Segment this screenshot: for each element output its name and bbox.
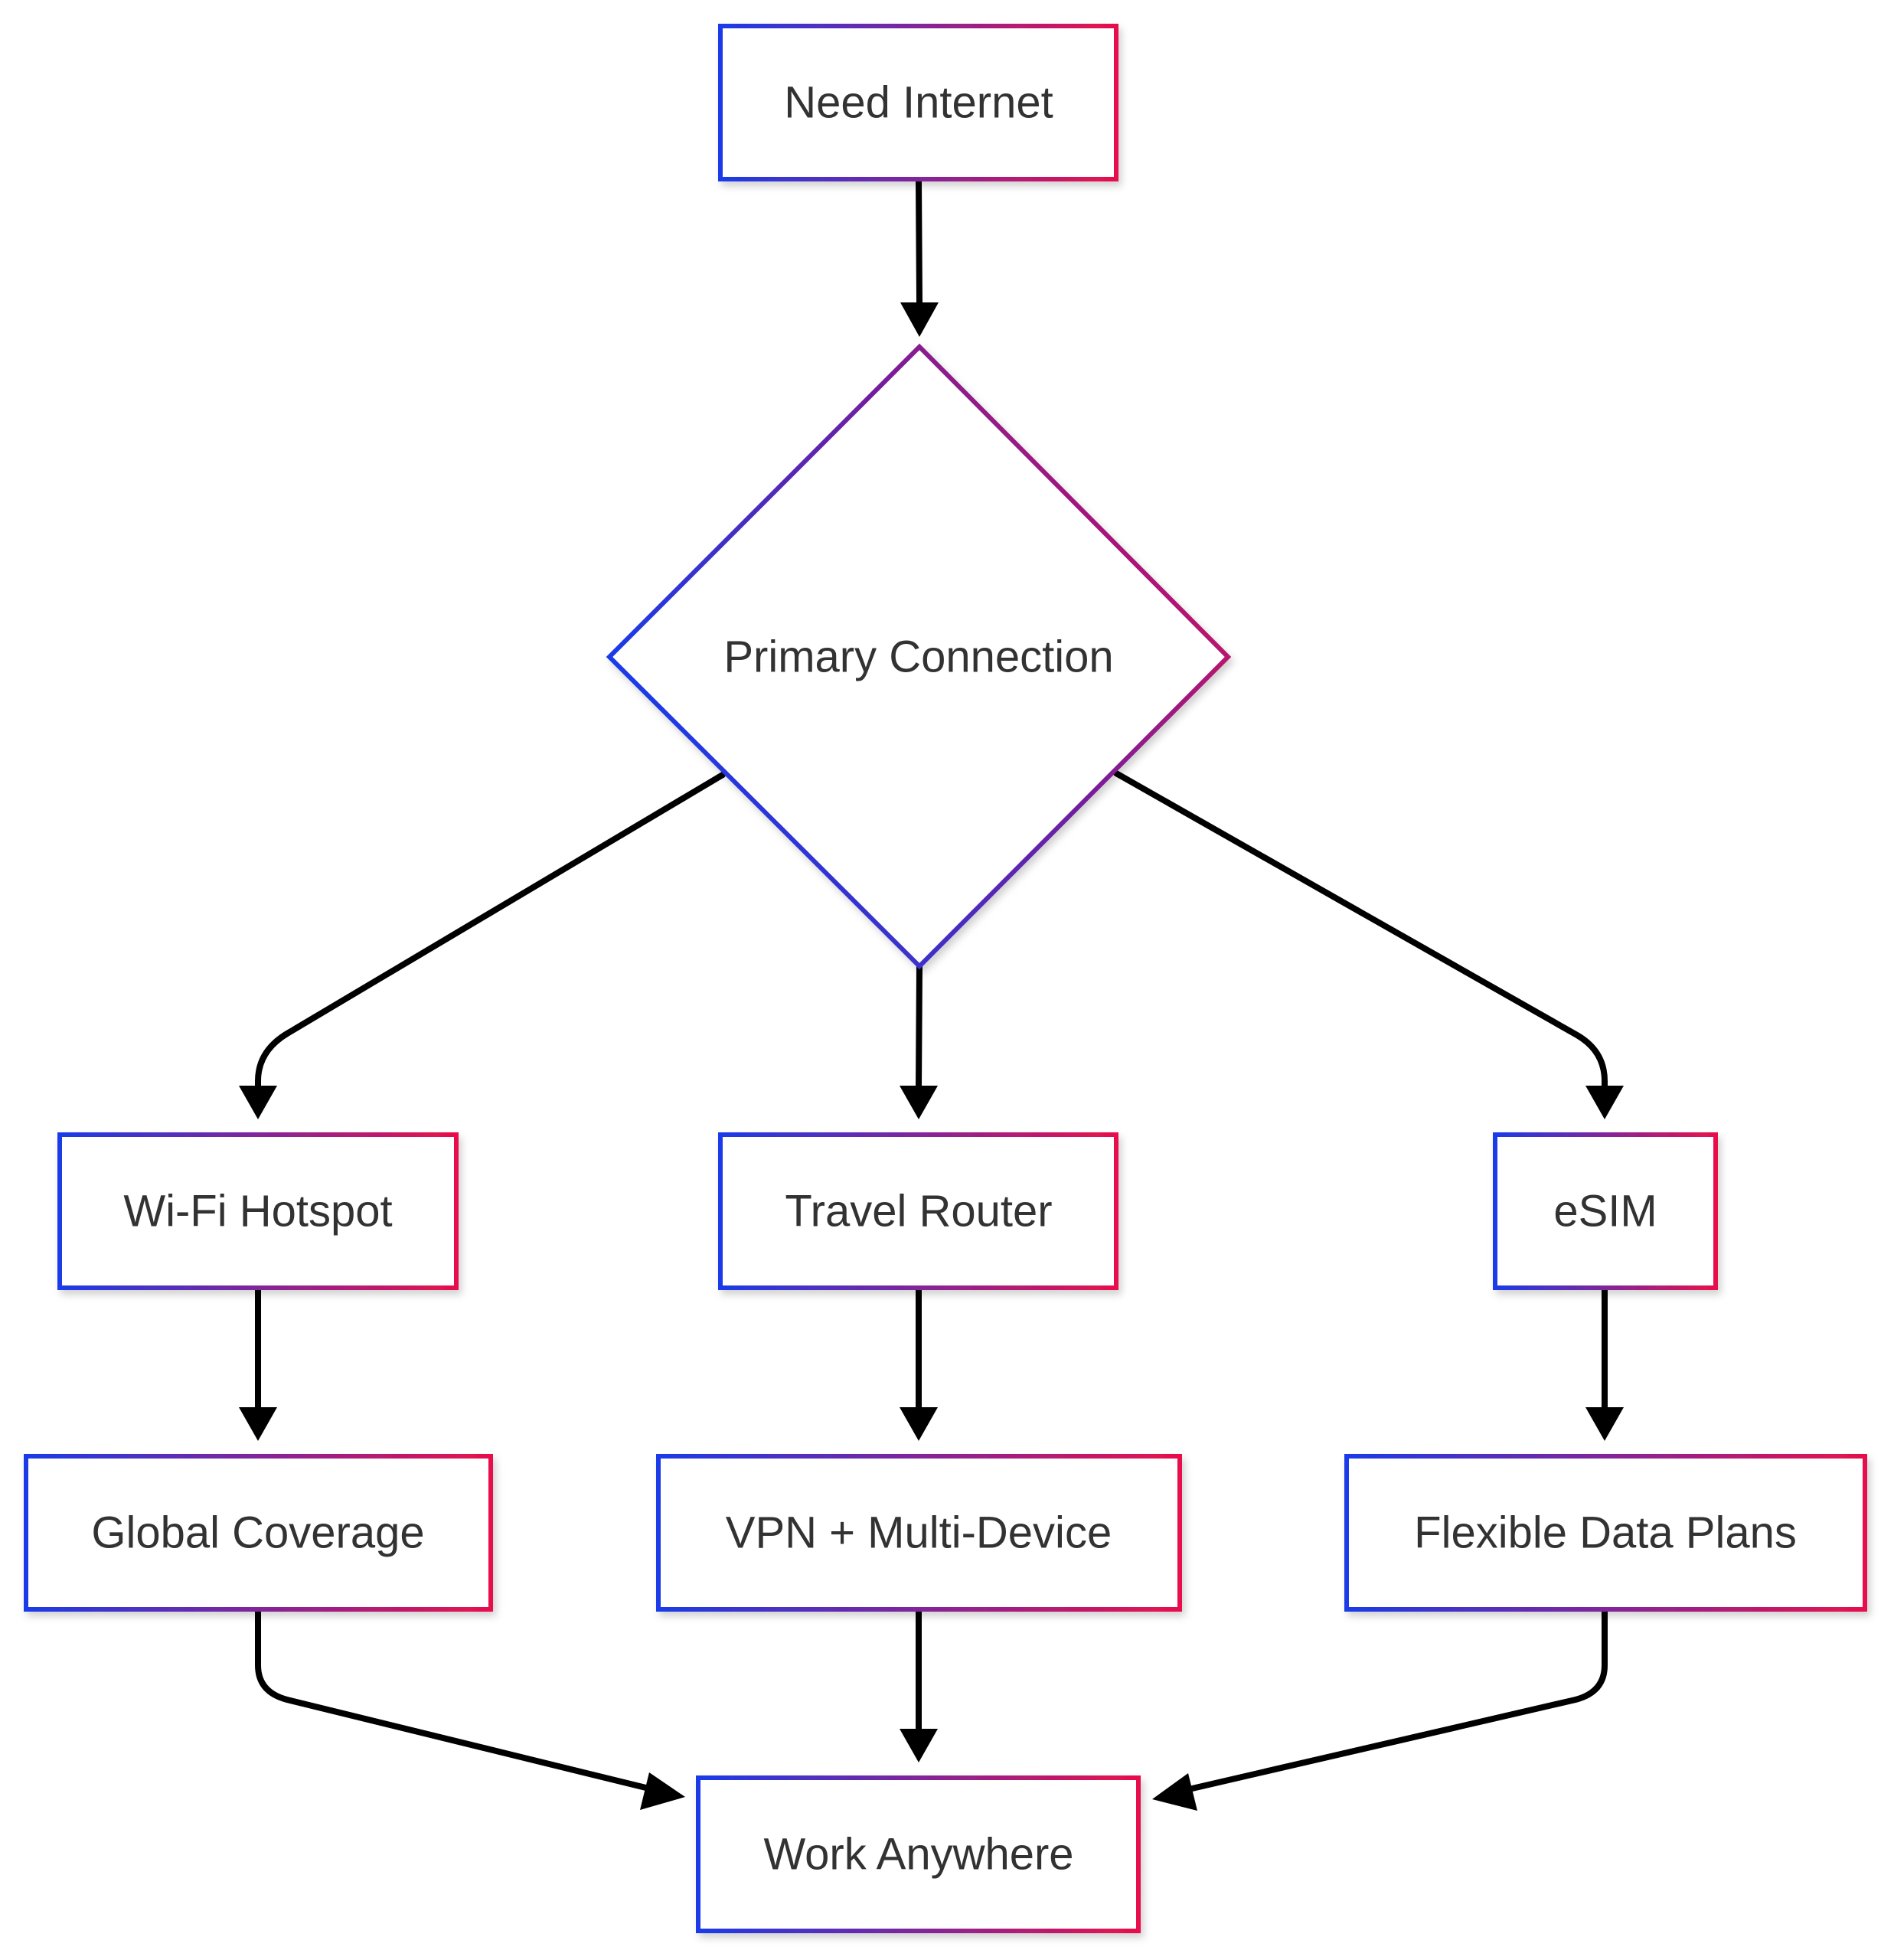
node-need-internet[interactable]: Need Internet — [718, 24, 1118, 181]
node-label: eSIM — [1553, 1187, 1657, 1236]
node-label: Primary Connection — [723, 632, 1113, 682]
arrowhead-icon — [900, 302, 939, 337]
arrowhead-icon — [1585, 1407, 1624, 1441]
edge-primary-to-wifi — [255, 772, 726, 1090]
arrowhead-icon — [1152, 1773, 1197, 1811]
node-wifi-hotspot[interactable]: Wi-Fi Hotspot — [57, 1132, 459, 1290]
edge-flexible-to-work — [1176, 1608, 1608, 1795]
arrowhead-icon — [640, 1772, 685, 1810]
arrowhead-icon — [239, 1086, 277, 1119]
edges — [239, 178, 1624, 1811]
edge-primary-to-esim — [1113, 770, 1608, 1090]
arrowhead-icon — [239, 1407, 277, 1441]
node-work-anywhere[interactable]: Work Anywhere — [696, 1775, 1141, 1933]
arrowhead-icon — [900, 1729, 938, 1762]
node-global-coverage[interactable]: Global Coverage — [24, 1454, 493, 1612]
node-label: Travel Router — [785, 1187, 1052, 1236]
arrowhead-icon — [1585, 1086, 1624, 1119]
node-label: Work Anywhere — [763, 1830, 1073, 1880]
node-travel-router[interactable]: Travel Router — [718, 1132, 1118, 1290]
node-primary-connection[interactable]: Primary Connection — [606, 343, 1232, 970]
node-label: Wi-Fi Hotspot — [123, 1187, 392, 1236]
edge-global-to-work — [255, 1608, 661, 1794]
arrowhead-icon — [900, 1086, 938, 1119]
node-flexible-data-plans[interactable]: Flexible Data Plans — [1344, 1454, 1867, 1612]
arrowhead-icon — [900, 1407, 938, 1441]
node-esim[interactable]: eSIM — [1493, 1132, 1718, 1290]
node-label: VPN + Multi-Device — [726, 1508, 1112, 1558]
node-vpn-multi-device[interactable]: VPN + Multi-Device — [656, 1454, 1182, 1612]
node-label: Need Internet — [784, 78, 1053, 128]
node-label: Global Coverage — [91, 1508, 424, 1558]
node-label: Flexible Data Plans — [1414, 1508, 1797, 1558]
